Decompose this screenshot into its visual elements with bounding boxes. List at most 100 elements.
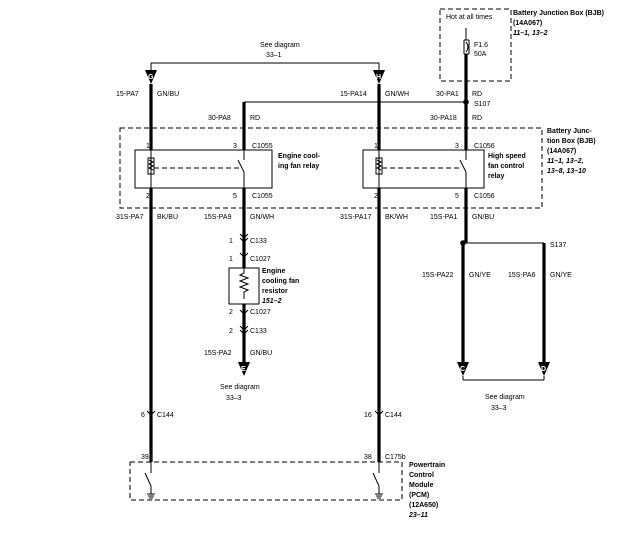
svg-text:2: 2	[229, 309, 233, 316]
bjb-side-ref2: 13–8, 13–10	[547, 168, 586, 175]
svg-text:C: C	[460, 366, 465, 373]
wire-15-pa7-circuit: 15-PA7	[116, 91, 139, 98]
bjb-side-title2: tion Box (BJB)	[547, 138, 596, 145]
svg-text:C144: C144	[157, 412, 174, 419]
connector-c1027-b: 2 C1027	[229, 309, 271, 316]
relay1-conn-bottom: C1055	[252, 193, 273, 200]
wire-15s-pa9-circuit: 15S-PA9	[204, 214, 232, 221]
relay2-name3: relay	[488, 173, 504, 180]
pcm-switch-mid	[372, 472, 380, 487]
svg-text:1: 1	[229, 256, 233, 263]
see-diagram-top: See diagram 33–1	[150, 42, 380, 70]
svg-text:16: 16	[364, 412, 372, 419]
pcm-switch-left	[144, 472, 152, 487]
relay2-name1: High speed	[488, 153, 526, 160]
see-diagram-cd-line2: 33–3	[491, 405, 507, 412]
relay2-pin5: 5	[455, 193, 459, 200]
wire-15s-pa6-color: GN/YE	[550, 272, 572, 279]
wire-15-pa14-color: GN/WH	[385, 91, 409, 98]
see-diagram-e-line2: 33–3	[226, 395, 242, 402]
wire-31s-pa17-circuit: 31S-PA17	[340, 214, 371, 221]
pcm-name4: (PCM)	[409, 492, 429, 499]
wire-30-pa1-color: RD	[472, 91, 482, 98]
svg-text:6: 6	[141, 412, 145, 419]
bjb-side-title1: Battery Junc-	[547, 128, 592, 135]
resistor-name3: resistor	[262, 288, 288, 295]
connector-g: G	[145, 70, 157, 84]
wire-31s-pa17-color: BK/WH	[385, 214, 408, 221]
see-diagram-top-line1: See diagram	[260, 42, 300, 49]
wire-31s-pa7-color: BK/BU	[157, 214, 178, 221]
relay2-name2: fan control	[488, 163, 524, 170]
splice-s107-label: S107	[474, 101, 490, 108]
svg-text:C1027: C1027	[250, 309, 271, 316]
bjb-side-ref1: 11–1, 13–2,	[547, 158, 584, 165]
engine-cooling-fan-relay: 1 3 C1055 Engine cool- ing fan relay 2 5…	[134, 84, 321, 200]
relay2-pin3: 3	[455, 143, 459, 150]
connector-c144-mid: 16 C144	[364, 410, 402, 419]
resistor-ref: 151–2	[262, 298, 282, 305]
high-speed-fan-control-relay: 1 3 C1056 High speed fan control relay 2…	[362, 84, 526, 200]
pcm-name2: Control	[409, 472, 434, 479]
wire-30-pa8-color: RD	[250, 115, 260, 122]
pcm-pin-39: 39	[141, 454, 149, 461]
relay1-name2: ing fan relay	[278, 163, 319, 170]
wire-15s-pa22-circuit: 15S-PA22	[422, 272, 453, 279]
svg-text:C133: C133	[250, 328, 267, 335]
resistor-symbol	[238, 268, 250, 299]
relay1-name1: Engine cool-	[278, 153, 321, 160]
connector-c1027-a: 1 C1027	[229, 252, 271, 263]
resistor-name2: cooling fan	[262, 278, 299, 285]
see-diagram-e-line1: See diagram	[220, 384, 260, 391]
pcm-conn-c175b: C175b	[385, 454, 406, 461]
see-diagram-top-line2: 33–1	[266, 52, 282, 59]
svg-text:C1027: C1027	[250, 256, 271, 263]
svg-text:D: D	[541, 366, 546, 373]
wire-15s-pa9-color: GN/WH	[250, 214, 274, 221]
pcm-ref: 23–11	[408, 512, 428, 519]
relay2-pin2: 2	[374, 193, 378, 200]
connector-c133-b: 2 C133	[229, 325, 267, 335]
svg-text:E: E	[241, 366, 246, 373]
wire-15s-pa2-color: GN/BU	[250, 350, 272, 357]
svg-text:C144: C144	[385, 412, 402, 419]
connector-c144-left: 6 C144	[141, 410, 174, 419]
wire-31s-pa7-circuit: 31S-PA7	[116, 214, 144, 221]
relay2-coil	[375, 157, 383, 175]
connector-d: D	[538, 362, 550, 376]
relay2-pin1: 1	[374, 143, 378, 150]
pcm-name1: Powertrain	[409, 462, 445, 469]
svg-text:1: 1	[229, 238, 233, 245]
wire-30-pa18-color: RD	[472, 115, 482, 122]
pcm-code: (12A650)	[409, 502, 438, 509]
engine-cooling-fan-resistor: Engine cooling fan resistor 151–2	[228, 267, 299, 305]
svg-text:2: 2	[229, 328, 233, 335]
bjb-top-fuse-box: Hot at all times F1.6 50A Battery Juncti…	[439, 8, 604, 82]
relay1-coil	[147, 157, 155, 175]
relay2-switch	[459, 159, 467, 173]
connector-e: E	[238, 362, 250, 376]
relay1-pin5: 5	[233, 193, 237, 200]
connector-g-letter: G	[148, 74, 154, 81]
relay1-switch	[237, 159, 245, 173]
wire-30-pa1-circuit: 30-PA1	[436, 91, 459, 98]
wire-15s-pa22-color: GN/YE	[469, 272, 491, 279]
see-diagram-cd-line1: See diagram	[485, 394, 525, 401]
svg-text:C133: C133	[250, 238, 267, 245]
connector-c: C	[457, 362, 469, 376]
relay2-conn-top: C1056	[474, 143, 495, 150]
connector-h: H	[373, 70, 385, 84]
bjb-top-title: Battery Junction Box (BJB)	[513, 10, 604, 17]
relay1-pin2: 2	[146, 193, 150, 200]
wire-15s-pa6-circuit: 15S-PA6	[508, 272, 536, 279]
bjb-relay-box	[119, 127, 543, 209]
wire-15s-pa1-color: GN/BU	[472, 214, 494, 221]
relay1-pin1: 1	[146, 143, 150, 150]
splice-s137-label: S137	[550, 242, 566, 249]
bjb-side-code: (14A067)	[547, 148, 576, 155]
wire-30-pa8-circuit: 30-PA8	[208, 115, 231, 122]
relay2-conn-bottom: C1056	[474, 193, 495, 200]
pcm-name3: Module	[409, 482, 434, 489]
resistor-name1: Engine	[262, 268, 285, 275]
wire-15-pa7-color: GN/BU	[157, 91, 179, 98]
